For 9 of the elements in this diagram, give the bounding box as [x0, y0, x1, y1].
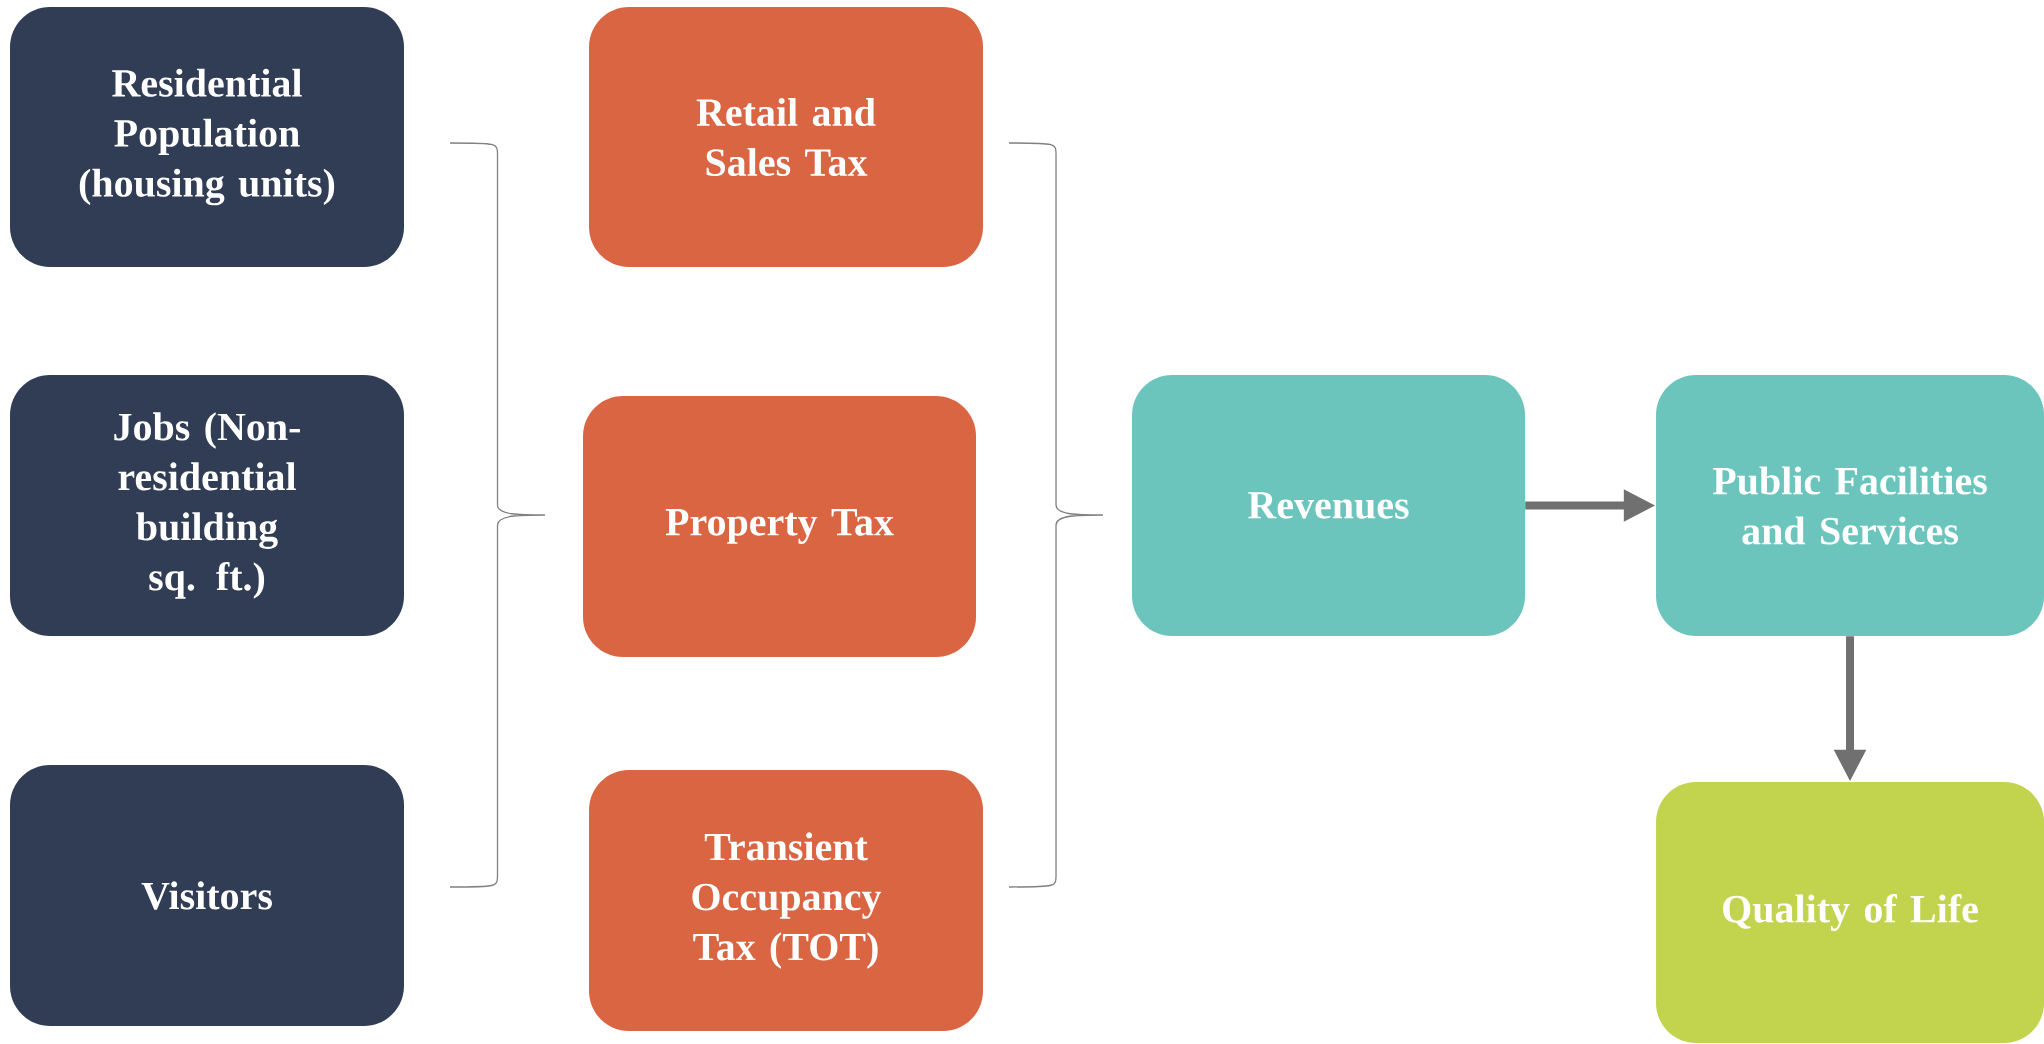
process-box: Property Tax — [583, 396, 976, 657]
process-box: Retail and Sales Tax — [589, 7, 983, 267]
process-box: Quality of Life — [1656, 782, 2044, 1043]
process-box: Revenues — [1132, 375, 1525, 636]
process-box: Residential Population (housing units) — [10, 7, 404, 267]
process-box: Public Facilities and Services — [1656, 375, 2044, 636]
process-box: Visitors — [10, 765, 404, 1026]
process-box: Transient Occupancy Tax (TOT) — [589, 770, 983, 1031]
process-box: Jobs (Non-residential building sq. ft.) — [10, 375, 404, 636]
